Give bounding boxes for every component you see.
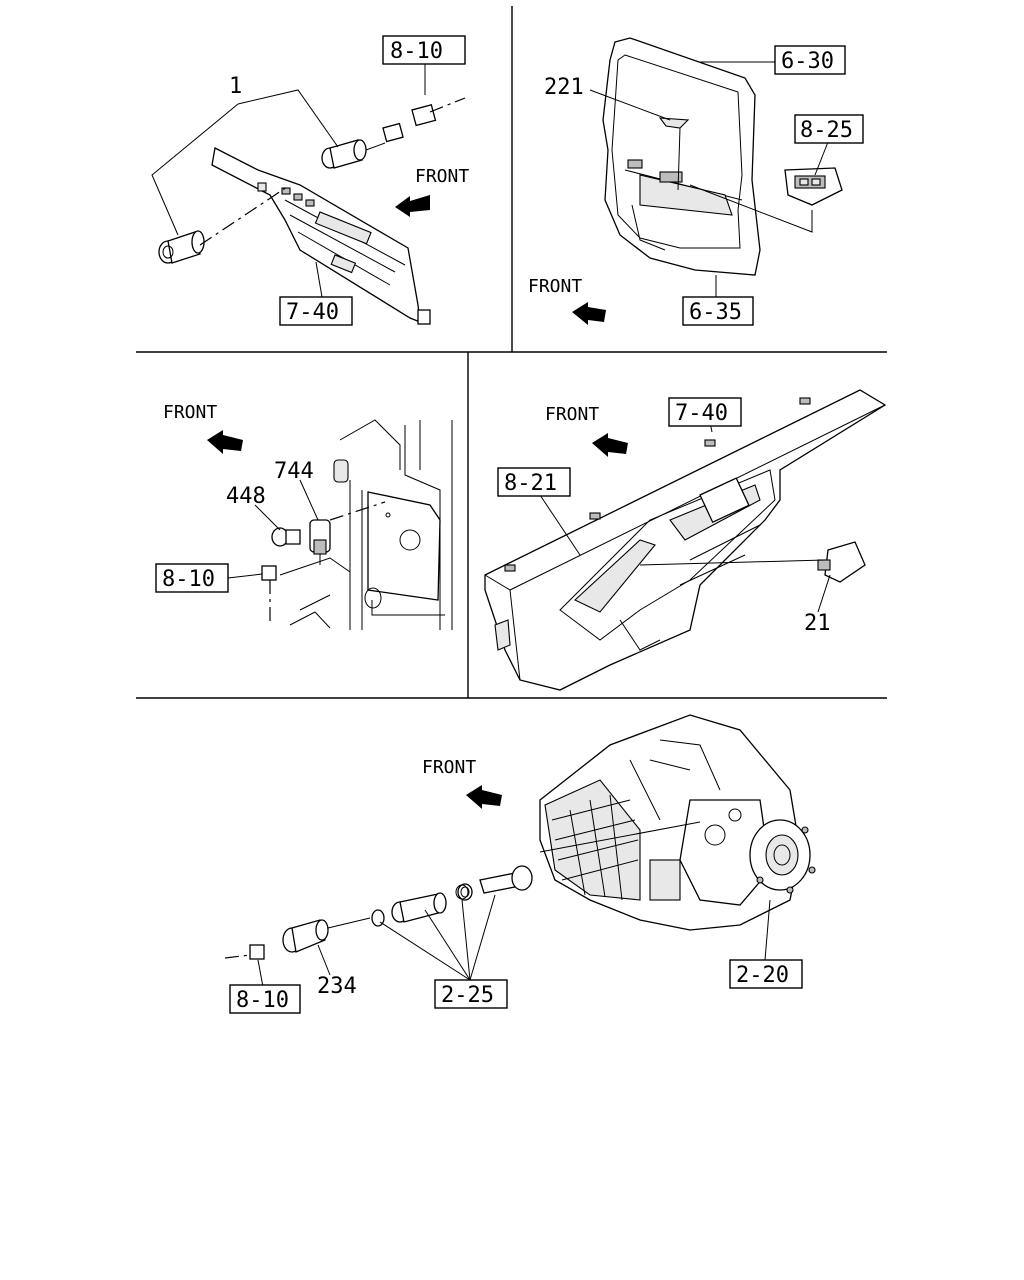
ref-7-40-top-left: 7-40 bbox=[286, 300, 339, 325]
part-number-234: 234 bbox=[317, 974, 357, 999]
ref-8-10-bottom: 8-10 bbox=[236, 988, 289, 1013]
front-arrow-top-right bbox=[572, 302, 606, 325]
panel-top-right: 221 6-30 8-25 6-35 FRONT bbox=[528, 37, 864, 326]
front-label-top-left: FRONT bbox=[415, 166, 469, 187]
ref-8-10-top-left: 8-10 bbox=[390, 39, 443, 64]
drive-gear-illustration bbox=[457, 865, 533, 901]
panel-top-left: 1 8-10 7-40 FRONT bbox=[151, 35, 469, 326]
front-arrow-mid-right bbox=[592, 433, 628, 457]
front-label-top-right: FRONT bbox=[528, 276, 582, 297]
front-label-mid-left: FRONT bbox=[163, 402, 217, 423]
front-arrow-top-left bbox=[395, 195, 430, 217]
body-pillar-illustration bbox=[279, 419, 453, 630]
socket-part-illustration bbox=[321, 104, 437, 169]
ref-6-35: 6-35 bbox=[689, 300, 742, 325]
ref-8-25: 8-25 bbox=[800, 118, 853, 143]
ref-2-25: 2-25 bbox=[441, 983, 494, 1008]
switch-21-illustration bbox=[817, 541, 866, 583]
part-number-448: 448 bbox=[226, 484, 266, 509]
switch-8-25-illustration bbox=[784, 167, 843, 206]
sleeve-illustration bbox=[371, 892, 447, 927]
sensor-234-illustration bbox=[282, 917, 371, 953]
ref-7-40-mid-right: 7-40 bbox=[675, 401, 728, 426]
part-number-1: 1 bbox=[229, 74, 242, 99]
ref-6-30: 6-30 bbox=[781, 49, 834, 74]
panel-dividers bbox=[136, 6, 887, 699]
front-arrow-mid-left bbox=[207, 430, 243, 454]
bolt-448-illustration bbox=[271, 527, 301, 547]
front-label-mid-right: FRONT bbox=[545, 404, 599, 425]
knob-part-illustration bbox=[158, 230, 205, 264]
dashboard-illustration bbox=[484, 389, 887, 691]
trim-panel-illustration bbox=[211, 147, 431, 325]
part-number-21: 21 bbox=[804, 611, 831, 636]
part-number-744: 744 bbox=[274, 459, 314, 484]
front-arrow-bottom bbox=[466, 785, 502, 809]
sensor-744-illustration bbox=[309, 519, 331, 565]
ref-8-21: 8-21 bbox=[504, 471, 557, 496]
part-number-221: 221 bbox=[544, 75, 584, 100]
ref-8-10-mid-left: 8-10 bbox=[162, 567, 215, 592]
ref-2-20: 2-20 bbox=[736, 963, 789, 988]
front-label-bottom: FRONT bbox=[422, 757, 476, 778]
door-illustration bbox=[602, 37, 761, 276]
panel-mid-left: FRONT 744 bbox=[155, 402, 453, 630]
panel-mid-right: 7-40 FRONT 8-21 21 bbox=[484, 389, 887, 691]
transmission-illustration bbox=[539, 714, 816, 931]
panel-bottom: FRONT bbox=[224, 714, 816, 1014]
